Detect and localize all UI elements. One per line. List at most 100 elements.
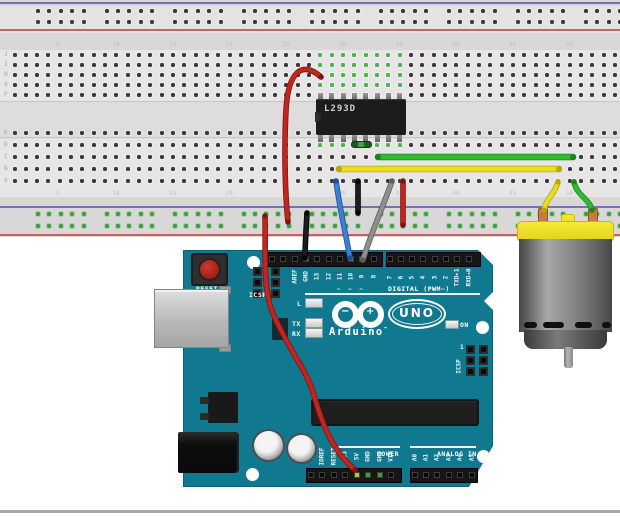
analog-pin-hole[interactable] (434, 472, 441, 478)
breadboard-hole[interactable] (454, 53, 459, 57)
breadboard-hole[interactable] (137, 131, 142, 135)
breadboard-hole[interactable] (590, 93, 595, 97)
breadboard-hole[interactable] (182, 83, 187, 87)
breadboard-hole[interactable] (567, 73, 572, 77)
breadboard-hole[interactable] (465, 167, 470, 171)
breadboard-hole[interactable] (465, 53, 470, 57)
breadboard-hole[interactable] (261, 143, 266, 147)
digital-pin-hole[interactable] (431, 256, 438, 262)
breadboard-hole[interactable] (579, 53, 583, 57)
breadboard-hole[interactable] (284, 83, 289, 87)
breadboard-hole[interactable] (46, 73, 51, 77)
breadboard-hole[interactable] (579, 143, 583, 147)
breadboard-hole[interactable] (612, 93, 617, 97)
breadboard-hole[interactable] (567, 143, 572, 147)
power-rail-hole[interactable] (207, 20, 212, 24)
breadboard-hole[interactable] (499, 83, 504, 87)
power-rail-hole[interactable] (606, 9, 611, 13)
breadboard-hole[interactable] (397, 179, 402, 183)
power-rail-hole[interactable] (58, 20, 63, 24)
breadboard-hole[interactable] (227, 179, 232, 183)
breadboard-hole[interactable] (443, 167, 448, 171)
breadboard-hole[interactable] (239, 131, 244, 135)
breadboard-hole[interactable] (250, 179, 255, 183)
breadboard-hole[interactable] (295, 143, 300, 147)
breadboard-hole[interactable] (137, 83, 142, 87)
breadboard-hole[interactable] (431, 179, 436, 183)
breadboard-hole[interactable] (148, 73, 153, 77)
breadboard-hole[interactable] (125, 179, 130, 183)
breadboard-hole[interactable] (91, 73, 96, 77)
breadboard-hole[interactable] (103, 179, 108, 183)
breadboard-hole[interactable] (477, 63, 482, 67)
power-pin-hole[interactable] (353, 472, 360, 478)
power-rail-hole-connected[interactable] (481, 224, 486, 228)
power-rail-hole[interactable] (424, 20, 429, 24)
breadboard-hole[interactable] (443, 93, 448, 97)
power-rail-hole[interactable] (127, 9, 132, 13)
breadboard-hole[interactable] (35, 63, 40, 67)
breadboard-hole[interactable] (454, 143, 459, 147)
breadboard-hole[interactable] (488, 179, 493, 183)
breadboard-hole[interactable] (250, 155, 255, 159)
power-rail-hole-connected[interactable] (389, 224, 394, 228)
breadboard-hole[interactable] (522, 167, 527, 171)
breadboard-hole[interactable] (612, 167, 617, 171)
breadboard-hole[interactable] (454, 155, 459, 159)
breadboard-hole[interactable] (352, 167, 357, 171)
breadboard-hole[interactable] (465, 83, 470, 87)
breadboard-hole[interactable] (545, 179, 549, 183)
breadboard-hole[interactable] (307, 143, 312, 147)
breadboard-hole[interactable] (125, 131, 130, 135)
power-rail-hole[interactable] (344, 20, 349, 24)
breadboard-hole[interactable] (556, 93, 561, 97)
breadboard-hole[interactable] (273, 93, 278, 97)
breadboard-hole[interactable] (261, 155, 266, 159)
digital-pin-hole[interactable] (280, 256, 287, 262)
breadboard-hole[interactable] (273, 131, 278, 135)
breadboard-hole[interactable] (363, 179, 368, 183)
power-rail-hole-connected[interactable] (127, 212, 132, 216)
breadboard-hole[interactable] (488, 131, 493, 135)
breadboard-hole[interactable] (545, 167, 549, 171)
power-rail-hole[interactable] (481, 20, 486, 24)
breadboard-hole[interactable] (103, 83, 108, 87)
breadboard-hole[interactable] (488, 167, 493, 171)
breadboard-hole[interactable] (182, 93, 187, 97)
breadboard-hole[interactable] (431, 63, 436, 67)
breadboard-hole[interactable] (35, 53, 40, 57)
power-pin-hole[interactable] (307, 472, 314, 478)
breadboard-hole[interactable] (375, 167, 380, 171)
breadboard-hole[interactable] (12, 63, 17, 67)
breadboard-hole[interactable] (205, 143, 210, 147)
power-rail-hole[interactable] (401, 9, 406, 13)
power-pin-hole[interactable] (342, 472, 348, 478)
breadboard-hole[interactable] (69, 131, 74, 135)
breadboard-hole[interactable] (261, 83, 266, 87)
breadboard-hole[interactable] (409, 155, 414, 159)
breadboard-hole[interactable] (80, 167, 85, 171)
breadboard-hole[interactable] (409, 179, 414, 183)
breadboard-hole[interactable] (284, 167, 289, 171)
dc-motor[interactable] (505, 205, 620, 370)
breadboard-hole[interactable] (522, 63, 527, 67)
digital-pin-hole[interactable] (386, 256, 393, 262)
breadboard-hole[interactable] (137, 167, 142, 171)
breadboard-hole[interactable] (23, 131, 28, 135)
power-rail-hole-connected[interactable] (275, 212, 280, 216)
breadboard-hole[interactable] (307, 179, 312, 183)
breadboard-hole[interactable] (57, 63, 62, 67)
analog-pin-hole[interactable] (422, 472, 429, 478)
breadboard-hole[interactable] (12, 53, 17, 57)
breadboard-hole[interactable] (182, 167, 187, 171)
breadboard-hole[interactable] (114, 73, 119, 77)
breadboard-hole[interactable] (477, 73, 482, 77)
power-rail-hole-connected[interactable] (150, 224, 155, 228)
breadboard-hole[interactable] (409, 167, 414, 171)
breadboard-hole[interactable] (533, 179, 538, 183)
power-rail-hole[interactable] (378, 9, 383, 13)
breadboard-hole[interactable] (465, 143, 470, 147)
breadboard-hole[interactable] (91, 131, 96, 135)
power-rail-hole-connected[interactable] (252, 212, 257, 216)
